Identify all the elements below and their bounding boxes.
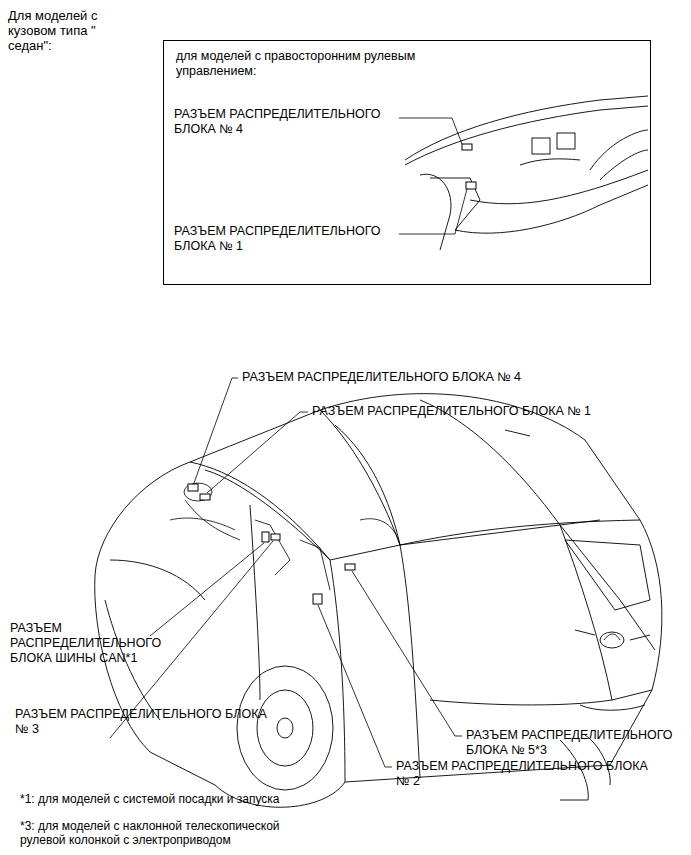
leader-line <box>194 378 238 483</box>
car-interior <box>185 500 240 540</box>
car-body <box>330 560 345 782</box>
dashboard-sketch <box>405 96 648 160</box>
car-body <box>560 525 655 650</box>
connector-symbol <box>200 494 210 500</box>
connector-symbol <box>271 534 280 540</box>
car-body <box>430 700 612 705</box>
connector-label: РАЗЪЕМ РАСПРЕДЕЛИТЕЛЬНОГО БЛОКА ШИНЫ CAN… <box>10 621 188 666</box>
dashboard-sketch <box>557 133 575 149</box>
car-body <box>420 400 560 525</box>
leader-line <box>352 571 462 736</box>
leader-line <box>318 605 392 767</box>
connector-symbol <box>313 594 322 604</box>
footnote: *1: для моделей с системой посадки и зап… <box>20 792 350 806</box>
car-body <box>565 540 650 610</box>
car-interior <box>360 519 400 545</box>
rear-details <box>630 635 650 640</box>
connector-label: РАЗЪЕМ РАСПРЕДЕЛИТЕЛЬНОГО БЛОКА № 5*3 <box>466 728 688 758</box>
dashboard-sketch <box>405 106 648 165</box>
car-body <box>110 560 205 600</box>
connector-symbol <box>345 564 355 570</box>
wheel <box>277 718 293 738</box>
dashboard-sketch <box>420 174 451 250</box>
rear-details <box>580 705 645 710</box>
car-body <box>330 520 600 560</box>
wheel <box>257 690 313 766</box>
connector-label: РАЗЪЕМ РАСПРЕДЕЛИТЕЛЬНОГО БЛОКА № 1 <box>312 404 684 419</box>
car-body <box>400 545 420 778</box>
rear-details <box>600 632 624 648</box>
connector-symbol <box>466 182 476 189</box>
rear-details <box>505 430 650 710</box>
rear-details <box>604 634 620 640</box>
inset-frame: для моделей с правосторонним рулевым упр… <box>163 40 651 285</box>
rear-details <box>505 430 530 436</box>
car-body <box>560 525 612 700</box>
wheel <box>237 666 333 790</box>
connector-symbol <box>462 144 476 189</box>
dashboard-sketch <box>470 170 648 204</box>
leader-line <box>399 118 462 144</box>
dashboard-sketch <box>455 185 648 233</box>
leader-line <box>399 118 467 234</box>
car-body <box>250 505 260 700</box>
connector-label: РАЗЪЕМ РАСПРЕДЕЛИТЕЛЬНОГО БЛОКА № 4 <box>242 370 642 385</box>
diagram-title: Для моделей с кузовом типа " седан": <box>8 8 140 53</box>
connector-symbol <box>188 484 355 604</box>
car-body <box>335 425 400 545</box>
connector-label: РАЗЪЕМ РАСПРЕДЕЛИТЕЛЬНОГО БЛОКА № 4 <box>174 107 414 137</box>
car-body <box>400 520 640 545</box>
connector-label: РАЗЪЕМ РАСПРЕДЕЛИТЕЛЬНОГО БЛОКА № 3 <box>15 707 270 737</box>
dashboard-sketch <box>600 150 648 180</box>
connector-symbol <box>262 532 269 542</box>
connector-label: РАЗЪЕМ РАСПРЕДЕЛИТЕЛЬНОГО БЛОКА № 2 <box>396 759 651 789</box>
leader-line <box>150 543 264 636</box>
connector-symbol <box>462 144 472 150</box>
car-body <box>190 462 330 560</box>
connector-symbol <box>188 484 198 491</box>
footnote: *3: для моделей с наклонной телескопичес… <box>20 819 320 847</box>
car-body <box>95 394 662 808</box>
car-interior <box>300 540 330 590</box>
connector-label: РАЗЪЕМ РАСПРЕДЕЛИТЕЛЬНОГО БЛОКА № 1 <box>174 224 414 254</box>
dashboard-sketch <box>405 96 648 250</box>
car-body <box>320 410 400 545</box>
dashboard-sketch <box>520 159 580 165</box>
car-interior <box>170 518 235 530</box>
rear-details <box>575 630 595 635</box>
car-body <box>612 690 652 700</box>
leader-line <box>399 189 467 234</box>
car-body <box>95 394 662 808</box>
leader-line <box>207 412 308 493</box>
dashboard-sketch <box>430 178 480 230</box>
inset-heading: для моделей с правосторонним рулевым упр… <box>176 49 476 79</box>
dashboard-sketch <box>532 138 550 154</box>
car-interior <box>170 483 400 590</box>
car-body <box>205 470 330 560</box>
car-interior <box>255 520 290 575</box>
